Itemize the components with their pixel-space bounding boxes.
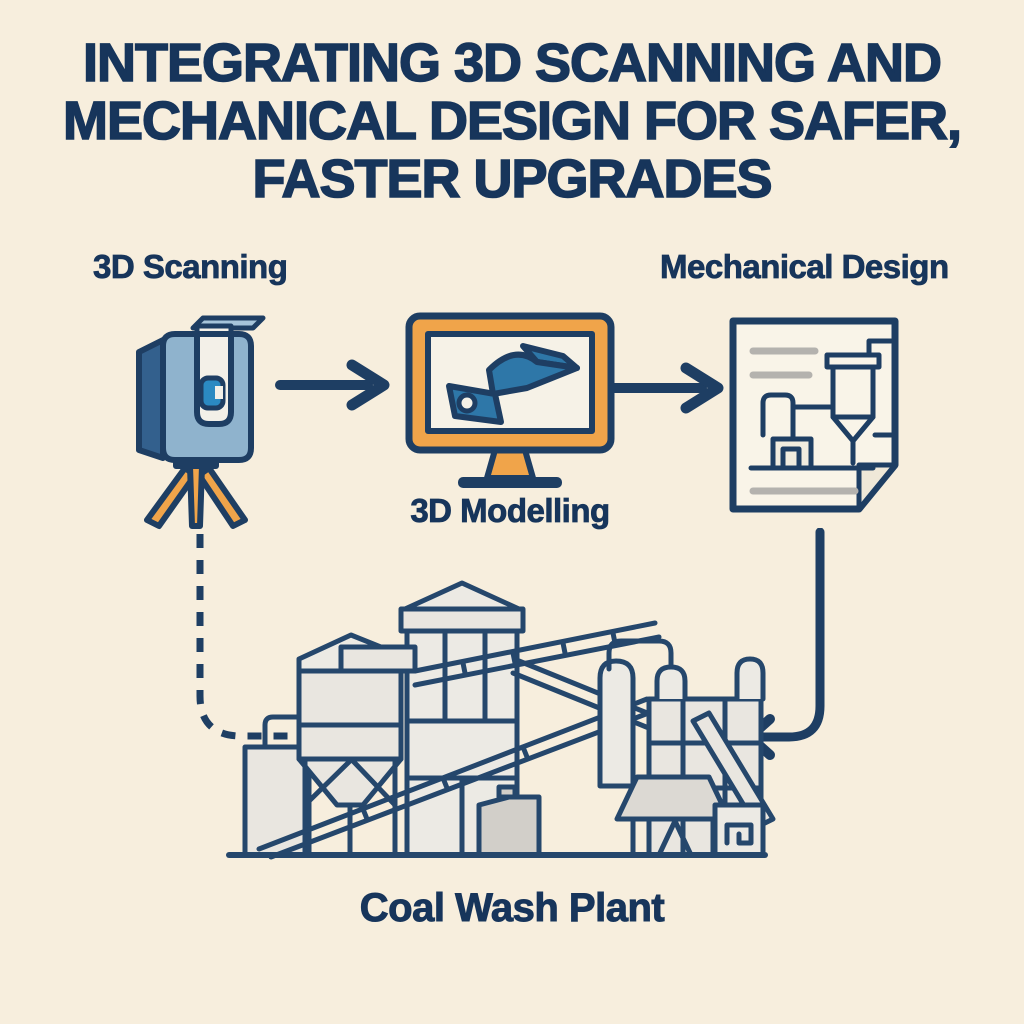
page-title: INTEGRATING 3D SCANNING AND MECHANICAL D… bbox=[0, 33, 1024, 209]
engineering-drawing-document-icon bbox=[729, 317, 899, 513]
3d-laser-scanner-on-tripod-icon bbox=[136, 315, 266, 529]
title-line-3: FASTER UPGRADES bbox=[252, 149, 774, 209]
label-mechanical-design: Mechanical Design bbox=[660, 248, 950, 286]
title-line-1: INTEGRATING 3D SCANNING AND bbox=[82, 33, 943, 93]
dashed-connector-scanner-to-plant-icon bbox=[196, 534, 292, 740]
title-line-2: MECHANICAL DESIGN FOR SAFER, bbox=[62, 91, 963, 151]
label-3d-scanning: 3D Scanning bbox=[93, 248, 289, 286]
label-3d-modelling: 3D Modelling bbox=[410, 492, 611, 530]
arrow-right-icon-2 bbox=[609, 362, 724, 414]
coal-wash-plant-illustration bbox=[226, 580, 776, 860]
arrow-right-icon-1 bbox=[275, 359, 390, 411]
label-coal-wash-plant: Coal Wash Plant bbox=[359, 886, 665, 931]
monitor-with-3d-cad-part-icon bbox=[405, 312, 615, 488]
